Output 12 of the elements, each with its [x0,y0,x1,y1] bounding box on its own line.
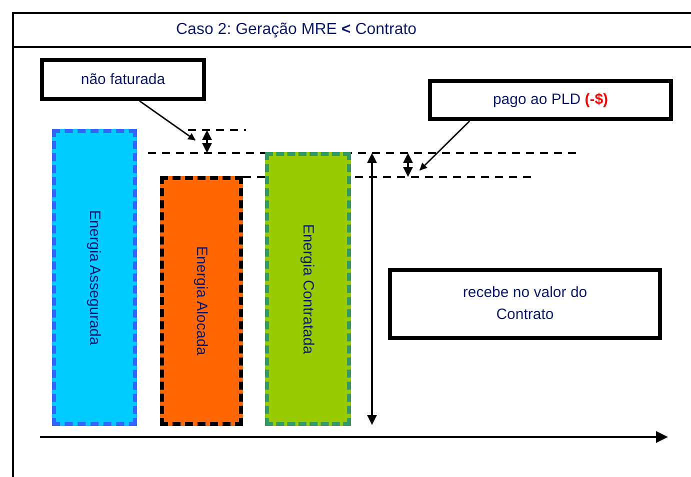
leader-line [139,100,196,141]
energy-bar [160,176,243,426]
bar-label: Energia Assegurada [86,210,103,346]
bar-label: Energia Alocada [193,246,210,356]
callout-box: pago ao PLD (-$) [428,79,673,121]
diagram-title: Caso 2: Geração MRE < Contrato [176,21,417,39]
leader-line [419,120,470,171]
energy-bar [52,129,137,426]
callout-box: recebe no valor do Contrato [388,268,662,340]
energy-bar [265,152,351,426]
callout-box: não faturada [40,58,206,101]
bar-label: Energia Contratada [300,224,316,354]
